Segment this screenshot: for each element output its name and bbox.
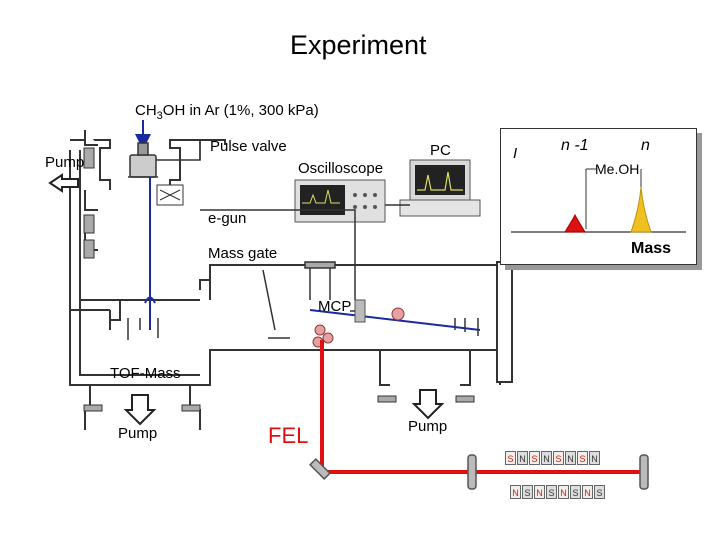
pulse-valve-label: Pulse valve	[210, 138, 287, 155]
undulator-top-magnet: S	[577, 451, 588, 465]
egun-label: e-gun	[208, 210, 247, 227]
sample-subscript: 3	[156, 110, 163, 122]
pump-left-label: Pump	[45, 154, 85, 171]
undulator-top-magnet: S	[529, 451, 540, 465]
spectrum-mass-axis: Mass	[631, 240, 672, 257]
undulator-top-magnet: N	[589, 451, 600, 465]
fel-label: FEL	[268, 423, 309, 448]
undulator-bottom-magnet: N	[558, 485, 569, 499]
mass-spectrum-panel: I n -1 n Me.OH Mass	[500, 128, 697, 265]
mass-gate-label: Mass gate	[208, 245, 278, 262]
undulator-bottom-magnet: N	[582, 485, 593, 499]
egun	[156, 184, 184, 206]
oscilloscope-label: Oscilloscope	[298, 160, 384, 177]
pump-arrows	[48, 173, 445, 426]
undulator-top-magnet: N	[541, 451, 552, 465]
peak-n-minus-1	[564, 213, 586, 233]
page-title: Experiment	[290, 30, 427, 60]
mcp-label: MCP	[318, 298, 352, 315]
sample-prefix: CH	[135, 102, 157, 119]
undulator-bottom-magnet: N	[510, 485, 521, 499]
pc-label: PC	[430, 142, 451, 159]
spectrum-intensity-axis: I	[513, 145, 518, 162]
undulator-bottom-magnet: S	[570, 485, 581, 499]
pump-bottom-left-label: Pump	[118, 425, 158, 442]
fel-mirrors	[309, 454, 649, 490]
peak-n-label: n	[641, 137, 650, 154]
peak-n	[630, 186, 652, 233]
sample-suffix: OH in Ar (1%, 300 kPa)	[162, 102, 319, 119]
mcp-detector	[350, 299, 366, 323]
pump-bottom-right-label: Pump	[408, 418, 448, 435]
undulator-top-magnet: N	[565, 451, 576, 465]
species-label: Me.OH	[595, 161, 640, 177]
undulator-bottom-magnet: S	[594, 485, 605, 499]
reflectron	[454, 318, 479, 336]
peak-n-minus-1-label: n -1	[561, 137, 589, 154]
ion-path	[144, 177, 481, 331]
undulator-bottom-magnet: S	[522, 485, 533, 499]
pc-computer	[399, 159, 481, 217]
pulse-valve	[128, 142, 158, 178]
mass-gate-pointer	[262, 269, 276, 331]
undulator-top-magnet: S	[505, 451, 516, 465]
undulator-bottom-magnet: S	[546, 485, 557, 499]
sample-label: CH3OH in Ar (1%, 300 kPa)	[135, 102, 319, 122]
undulator-bottom-magnet: N	[534, 485, 545, 499]
extraction-plates	[127, 318, 159, 340]
top-port	[304, 261, 336, 300]
tof-mass-label: TOF-Mass	[110, 365, 181, 382]
undulator-top-magnet: S	[553, 451, 564, 465]
flange-blocks	[83, 147, 475, 412]
signal-cables	[199, 140, 410, 300]
oscilloscope	[294, 179, 386, 223]
spectrum-plot	[511, 168, 686, 233]
chamber-end-cap	[496, 261, 513, 383]
valve-cable	[156, 140, 201, 161]
undulator-top-magnet: N	[517, 451, 528, 465]
